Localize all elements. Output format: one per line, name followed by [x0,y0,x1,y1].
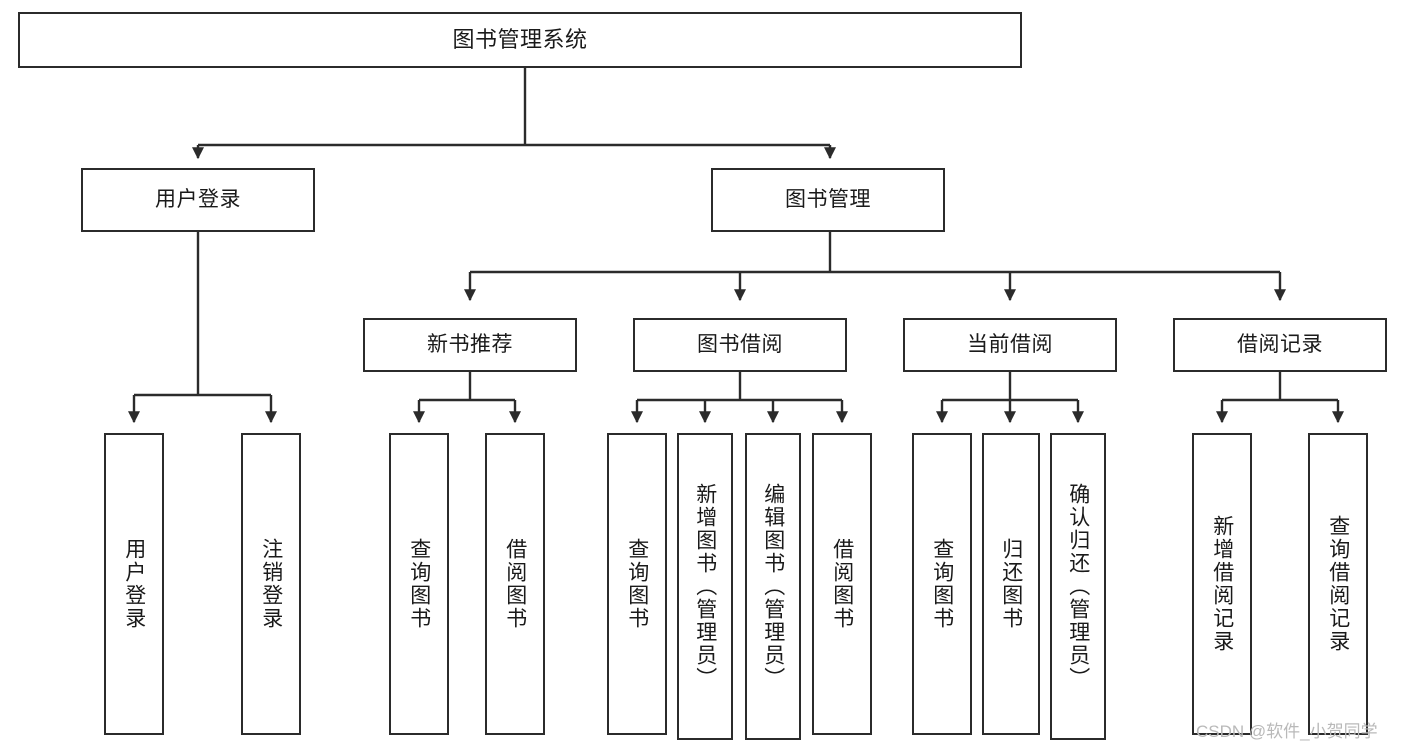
node-book-borrow[interactable]: 图书借阅 [633,318,847,372]
node-label: 查询图书 [930,538,954,630]
leaf-recommend-query-book[interactable]: 查询图书 [389,433,449,735]
node-label: 用户登录 [155,188,241,212]
leaf-borrow-query-book[interactable]: 查询图书 [607,433,667,735]
node-root-system[interactable]: 图书管理系统 [18,12,1022,68]
leaf-current-confirm-return-admin[interactable]: 确认归还（管理员） [1050,433,1106,740]
leaf-current-return-book[interactable]: 归还图书 [982,433,1040,735]
node-label: 查询图书 [625,538,649,630]
node-label: 新书推荐 [427,333,513,357]
node-label: 新增借阅记录 [1210,515,1234,653]
leaf-borrow-borrow-book[interactable]: 借阅图书 [812,433,872,735]
node-label: 注销登录 [259,538,283,630]
node-new-book-recommend[interactable]: 新书推荐 [363,318,577,372]
leaf-record-add-record[interactable]: 新增借阅记录 [1192,433,1252,735]
leaf-current-query-book[interactable]: 查询图书 [912,433,972,735]
node-label: 查询图书 [407,538,431,630]
node-label: 图书借阅 [697,333,783,357]
node-label: 图书管理系统 [452,26,588,52]
node-book-management[interactable]: 图书管理 [711,168,945,232]
node-borrow-record[interactable]: 借阅记录 [1173,318,1387,372]
node-label: 新增图书（管理员） [693,483,717,690]
leaf-borrow-add-book-admin[interactable]: 新增图书（管理员） [677,433,733,740]
node-label: 用户登录 [122,538,146,630]
node-label: 图书管理 [785,188,871,212]
node-label: 借阅记录 [1237,333,1323,357]
node-label: 确认归还（管理员） [1066,483,1090,690]
node-current-borrow[interactable]: 当前借阅 [903,318,1117,372]
node-label: 编辑图书（管理员） [761,483,785,690]
node-user-login[interactable]: 用户登录 [81,168,315,232]
node-label: 借阅图书 [830,538,854,630]
node-label: 当前借阅 [967,333,1053,357]
node-label: 归还图书 [999,538,1023,630]
leaf-user-logout[interactable]: 注销登录 [241,433,301,735]
leaf-user-login[interactable]: 用户登录 [104,433,164,735]
node-label: 借阅图书 [503,538,527,630]
leaf-recommend-borrow-book[interactable]: 借阅图书 [485,433,545,735]
node-label: 查询借阅记录 [1326,515,1350,653]
leaf-record-query-record[interactable]: 查询借阅记录 [1308,433,1368,735]
leaf-borrow-edit-book-admin[interactable]: 编辑图书（管理员） [745,433,801,740]
